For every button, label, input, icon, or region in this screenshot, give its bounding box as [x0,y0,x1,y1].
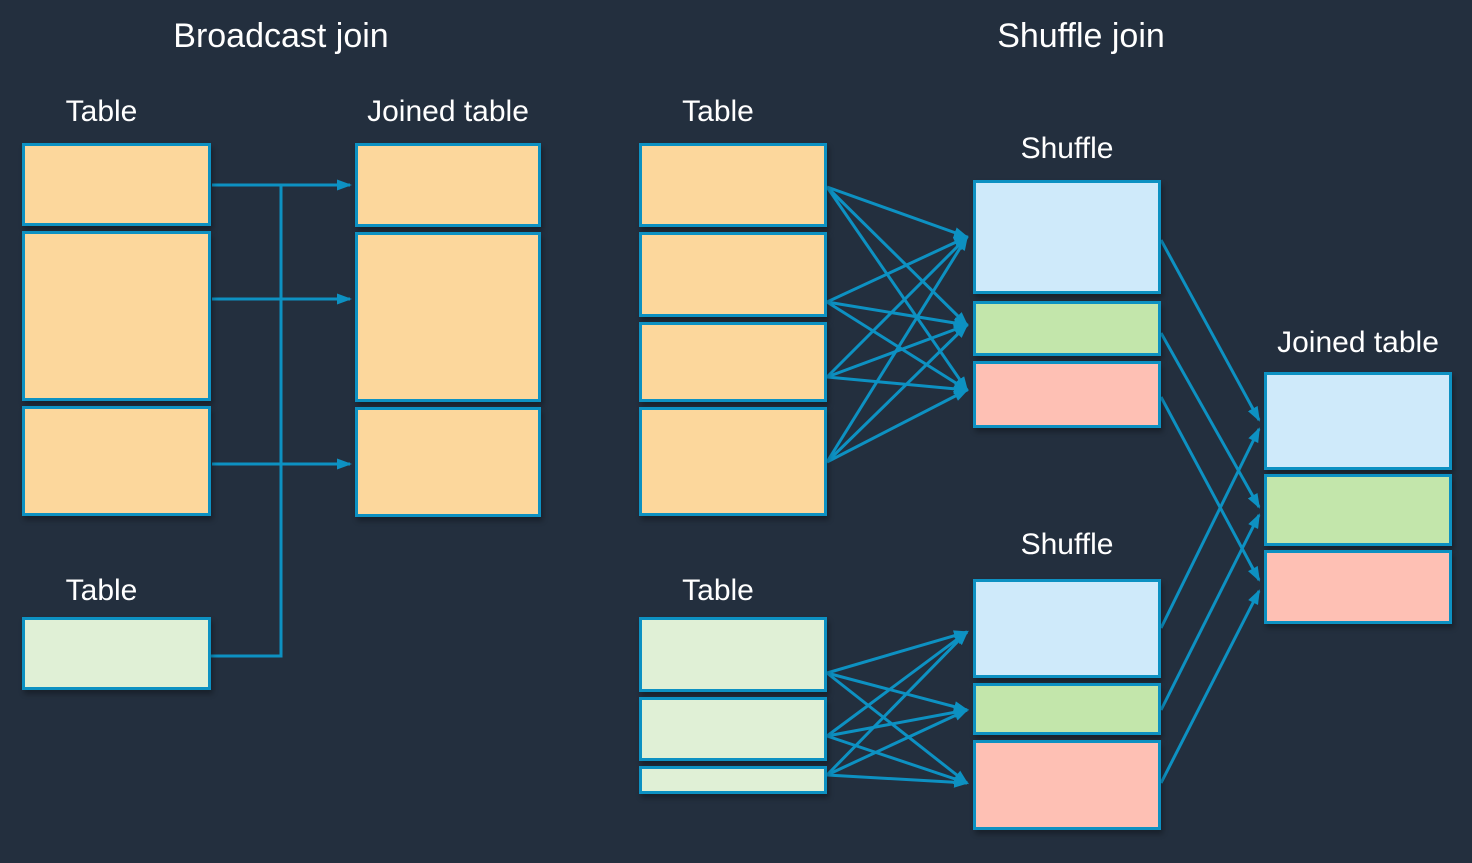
shuffle-arrow [826,671,969,785]
joined-partition [1264,550,1452,624]
shuffle-arrow [826,671,969,712]
shuffle-partition [973,683,1161,735]
shuffle-partition [973,579,1161,678]
shuffle-arrow [826,375,969,395]
table-partition [22,231,211,401]
table-partition [639,617,827,692]
shuffle-bottom-table-arrows [825,630,969,788]
table-partition [639,697,827,761]
broadcast-table-label: Table [65,95,138,128]
joined-arrow [1159,332,1261,509]
shuffle-arrow [826,706,969,738]
joined-arrow [1159,589,1261,784]
shuffle-arrow [825,185,969,327]
joined-arrow [1159,513,1261,711]
table-partition [355,407,541,517]
shuffle-arrow [826,185,969,239]
shuffle-top-table-arrows [825,185,969,464]
shuffle-arrow [825,235,969,379]
table-partition [639,766,827,794]
shuffle-joined-label: Joined table [1277,326,1439,359]
shuffle-arrow [825,323,969,464]
broadcast-arrows [211,179,352,658]
table-partition [639,322,827,402]
broadcast-title: Broadcast join [173,17,389,55]
broadcast-small-table [22,617,211,690]
table-partition [355,232,541,402]
shuffle-bottom-label: Shuffle [1020,528,1114,561]
joined-arrow [1159,427,1261,629]
shuffle-top-label: Shuffle [1020,132,1114,165]
shuffle-arrow [825,186,969,392]
shuffle-top-table-label: Table [682,95,754,128]
shuffle-partition [973,301,1161,356]
shuffle-arrow [826,630,969,738]
shuffle-arrow [826,388,969,464]
shuffle-partition [973,740,1161,830]
shuffle-partition [973,180,1161,294]
table-partition [22,143,211,226]
table-partition [355,143,541,227]
shuffle-arrow [825,630,969,777]
shuffle-arrow [826,300,969,392]
shuffle-title: Shuffle join [997,17,1165,55]
joined-arrow [1159,396,1261,582]
shuffle-arrow [826,300,969,329]
broadcast-small-table-label: Table [65,574,138,607]
table-partition [639,232,827,317]
joined-partition [1264,372,1452,470]
table-partition [639,407,827,516]
table-partition [639,143,827,227]
broadcast-small-table-connector [211,186,283,658]
joined-partition [1264,474,1452,546]
joined-arrow [1159,239,1261,422]
broadcast-joined-label: Joined table [367,95,529,128]
shuffle-arrow [825,235,969,463]
shuffle-arrow [826,734,969,785]
shuffle-arrow [826,630,969,675]
table-partition [22,406,211,516]
shuffle-arrow [826,235,969,304]
shuffle-arrow [826,708,969,777]
shuffle-bottom-table-label: Table [682,574,754,607]
shuffle-to-joined-arrows [1159,239,1261,784]
shuffle-partition [973,361,1161,428]
shuffle-arrow [826,773,969,788]
